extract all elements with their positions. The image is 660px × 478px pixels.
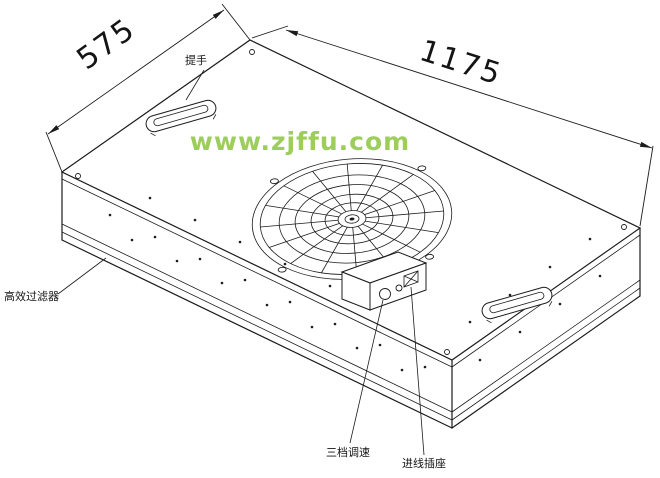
rivets-front-face [108,213,427,372]
callout-handle: 提手 [185,53,207,101]
box-lip-front [61,178,453,368]
callout-power-socket-label: 进线插座 [402,456,446,470]
ffu-box [60,39,642,429]
ext-line [221,3,251,41]
dim-width-value: 575 [71,12,143,78]
filter-seam-front-2 [61,231,453,421]
ext-line [639,145,654,227]
dim-line [47,9,225,135]
dim-length-value: 1175 [415,33,506,92]
fan-mounting-screws [270,166,434,273]
callout-hepa-filter: 高效过滤器 [4,257,107,303]
watermark-text: www.zjffu.com [190,127,410,156]
ext-line [45,131,63,173]
control-box [340,251,428,311]
callout-hepa-filter-label: 高效过滤器 [4,289,59,303]
callout-handle-label: 提手 [185,53,207,67]
power-socket [403,270,419,288]
filter-seam-right-1 [451,279,641,413]
callout-speed-control: 三档调速 [326,299,384,459]
dim-line [285,29,653,149]
handle-right [481,286,553,324]
callout-speed-control-label: 三档调速 [326,445,370,459]
filter-seam-right-2 [451,287,641,421]
dimension-length: 1175 [251,25,654,227]
box-bottom-front [61,239,453,429]
ext-line [251,25,289,39]
handle-left [145,99,217,137]
box-bottom-right [451,295,641,429]
rivets-right-face [478,274,602,362]
callout-power-socket: 进线插座 [402,286,446,470]
control-box-left [341,271,371,311]
filter-seam-front-1 [61,223,453,413]
box-top-face [60,39,642,361]
corner-screws [75,49,627,355]
control-button [395,284,403,292]
speed-knob [379,288,391,300]
